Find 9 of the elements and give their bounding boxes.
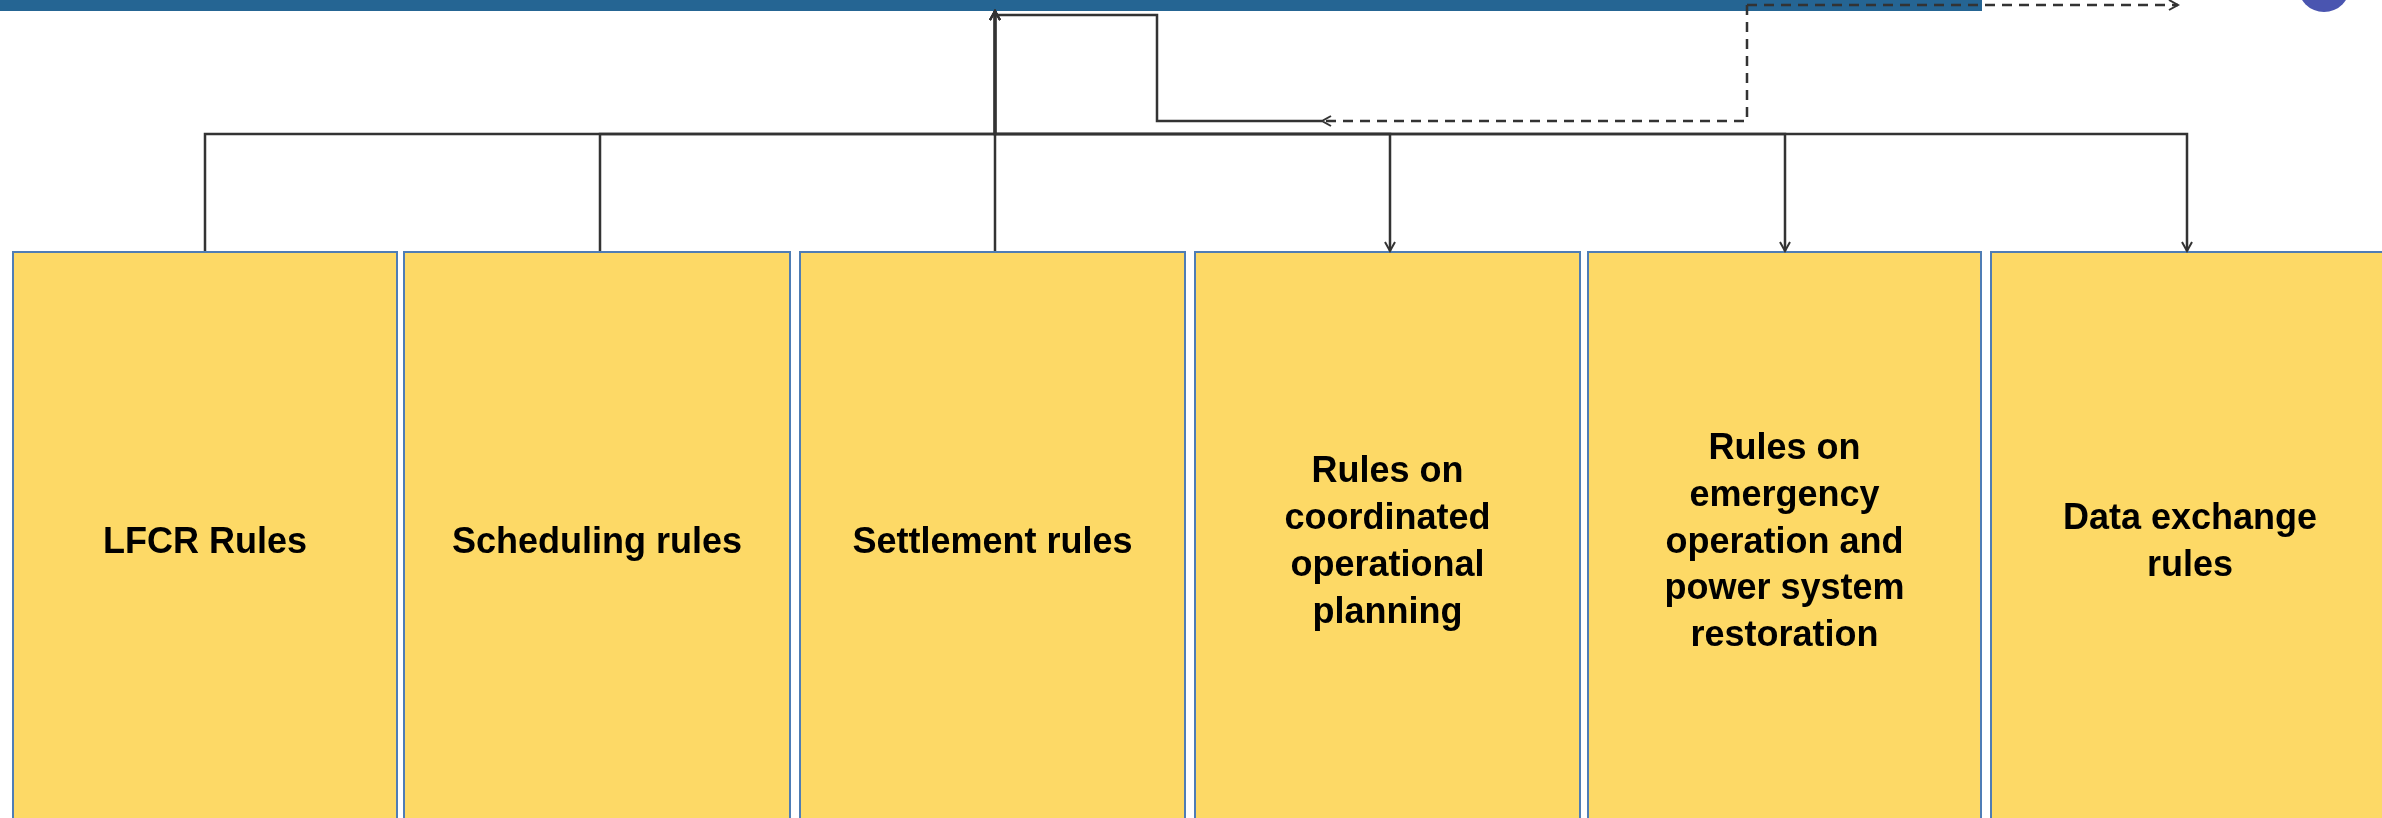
- arrow: [1747, 0, 2179, 11]
- box-label: Scheduling rules: [451, 518, 743, 563]
- feedback-arrow: [989, 5, 1749, 127]
- box-label: Data exchange rules: [2061, 495, 2319, 586]
- box-label: LFCR Rules: [103, 518, 307, 563]
- box-label: Rules on emergency operation and power system restoration: [1663, 425, 1906, 657]
- box-label: Settlement rules: [852, 518, 1133, 563]
- box-label: Rules on coordinated operational planning: [1283, 448, 1492, 633]
- header-bar: [0, 0, 1982, 11]
